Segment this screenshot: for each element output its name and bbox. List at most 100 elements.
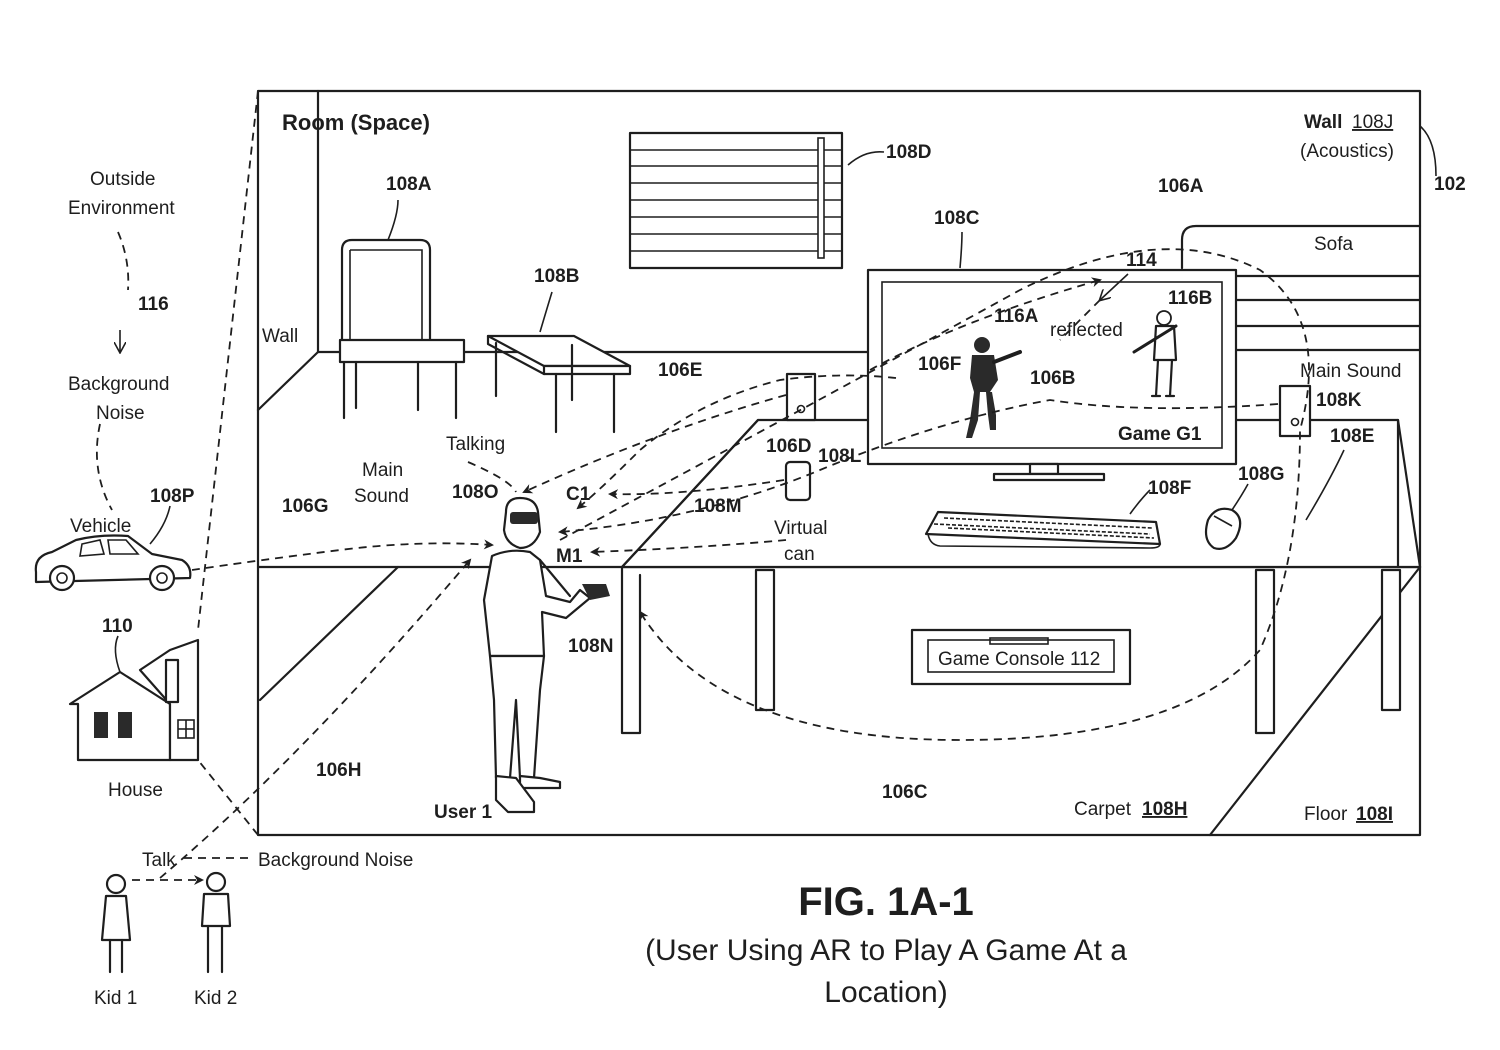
wall-left-label: Wall (262, 326, 298, 347)
figure-subtitle-2: Location) (824, 976, 947, 1009)
small-table (486, 291, 632, 434)
floor-label: Floor (1304, 804, 1348, 825)
ref-108n: 108N (568, 636, 613, 657)
ref-106b: 106B (1030, 368, 1075, 389)
kid2-label: Kid 2 (194, 988, 237, 1009)
main-sound-label-2: Sound (354, 486, 409, 507)
ref-108a: 108A (386, 174, 432, 195)
ref-106g: 106G (282, 496, 328, 517)
room-border (256, 89, 1422, 837)
carpet-left-line (258, 565, 400, 702)
path-106g (191, 539, 494, 571)
figure-title: FIG. 1A-1 (798, 880, 974, 924)
ref-106d: 106D (766, 436, 811, 457)
carpet-label: Carpet (1074, 799, 1132, 820)
desk (620, 418, 1422, 735)
outside-label-1: Outside (90, 169, 155, 190)
wall-right-ref: 108J (1352, 112, 1393, 133)
ref-110: 110 (102, 616, 133, 637)
sound-paths (95, 125, 1437, 885)
figure-subtitle-1: (User Using AR to Play A Game At a (645, 934, 1127, 967)
m1-label: M1 (556, 546, 583, 567)
path-106a (559, 248, 1310, 741)
main-sound-right-label: Main Sound (1300, 361, 1401, 382)
ref-116a: 116A (994, 306, 1039, 327)
ref-114: 114 (1126, 250, 1157, 271)
kid-2 (200, 871, 232, 974)
game-g1-label: Game G1 (1118, 424, 1202, 445)
vehicle (34, 505, 192, 592)
soldier-116a (966, 337, 1022, 438)
vehicle-label: Vehicle (70, 516, 131, 537)
ref-106a: 106A (1158, 176, 1204, 197)
ref-102: 102 (1434, 174, 1466, 195)
kid1-label: Kid 1 (94, 988, 137, 1009)
speaker-right (1278, 384, 1312, 438)
perspective-lines (197, 90, 259, 836)
bg-noise-label-2: Noise (96, 403, 145, 424)
virtual-label-2: can (784, 544, 815, 565)
path-114 (869, 277, 1102, 371)
sofa (1180, 224, 1422, 352)
perspective-line-bottom (197, 759, 259, 836)
ref-108g: 108G (1238, 464, 1284, 485)
path-116 (117, 231, 130, 291)
speaker-left (785, 372, 817, 422)
ref-106c: 106C (882, 782, 928, 803)
ref-108p: 108P (150, 486, 195, 507)
ref-106h: 106H (316, 760, 361, 781)
path-106h (159, 558, 472, 879)
ref-108l: 108L (818, 446, 862, 467)
perspective-line-top (197, 90, 259, 631)
ref-108f: 108F (1148, 478, 1191, 499)
house-label: House (108, 780, 163, 801)
carpet-ref: 108H (1142, 799, 1187, 820)
path-reflected (1059, 299, 1101, 341)
acoustics-label: (Acoustics) (1300, 141, 1394, 162)
chair (338, 199, 466, 420)
talk-label: Talk (142, 850, 176, 871)
monitor (866, 231, 1238, 482)
user-label: User 1 (434, 802, 493, 823)
path-bg-noise-left (95, 423, 113, 511)
bg-noise-label-1: Background (68, 374, 169, 395)
user-figure (482, 496, 610, 814)
ref-106e: 106E (658, 360, 702, 381)
floor-corner-line (256, 350, 320, 412)
ref-116: 116 (138, 294, 169, 315)
path-106b (558, 399, 1279, 537)
main-sound-label-1: Main (362, 460, 403, 481)
game-console (910, 628, 1132, 686)
virtual-can (784, 460, 812, 502)
kid-1 (100, 873, 132, 974)
floor-ref: 108I (1356, 804, 1393, 825)
ref-108o: 108O (452, 482, 498, 503)
outside-label-2: Environment (68, 198, 175, 219)
path-106e (522, 394, 787, 494)
path-can (590, 539, 787, 557)
talking-label: Talking (446, 434, 505, 455)
ref-116b: 116B (1168, 288, 1212, 309)
wall-right-label: Wall (1304, 112, 1342, 133)
window-blinds (628, 131, 885, 270)
house (68, 635, 200, 762)
console-label: Game Console 112 (938, 649, 1100, 670)
soldier-116b (1132, 310, 1178, 398)
virtual-label-1: Virtual (774, 518, 828, 539)
c1-label: C1 (566, 484, 591, 505)
labels: Room (Space) Wall 108J (Acoustics) 102 W… (68, 110, 1466, 1009)
ref-108b: 108B (534, 266, 579, 287)
ref-108d: 108D (886, 142, 931, 163)
ref-108c: 108C (934, 208, 980, 229)
sofa-label: Sofa (1314, 234, 1354, 255)
keyboard (924, 489, 1162, 549)
ref-108m: 108M (694, 496, 742, 517)
path-106f (576, 374, 897, 510)
path-106d (608, 479, 785, 500)
room-title: Room (Space) (282, 110, 430, 135)
ref-108k: 108K (1316, 390, 1362, 411)
bg-noise-bottom-label: Background Noise (258, 850, 413, 871)
mouse (1204, 483, 1249, 550)
path-talking (467, 461, 517, 493)
